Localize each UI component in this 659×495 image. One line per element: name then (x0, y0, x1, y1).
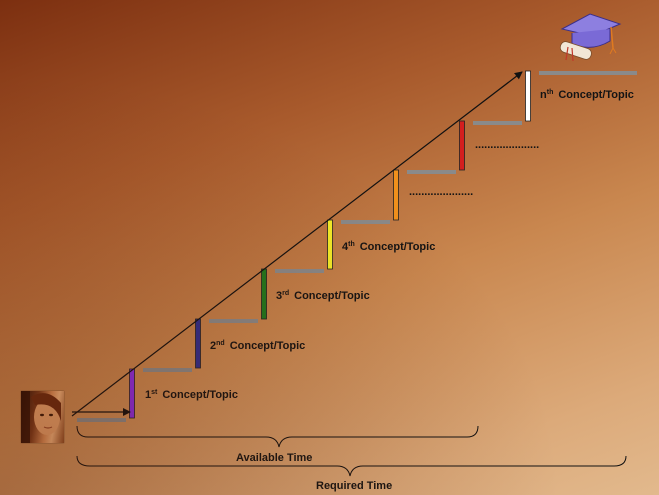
step-riser-1 (129, 368, 135, 419)
step-label-4: 4th Concept/Topic (342, 241, 435, 253)
step-ordinal-suffix: rd (282, 290, 290, 297)
step-topic-text: Concept/Topic (162, 389, 238, 401)
step-tread-8 (539, 71, 637, 75)
step-ordinal: 4 (342, 241, 349, 253)
step-topic-text: Concept/Topic (229, 340, 306, 352)
available-time-label: Available Time (236, 452, 313, 464)
step-ordinal: 1 (145, 389, 152, 401)
step-riser-4 (327, 219, 333, 270)
step-tread-4 (275, 269, 324, 273)
step-riser-5 (393, 169, 399, 221)
available-time-brace (76, 425, 479, 448)
step-riser-2 (195, 318, 201, 369)
graduation-cap-diploma-icon (559, 13, 622, 62)
step-ordinal: n (540, 89, 547, 101)
step-label-2: 2nd Concept/Topic (210, 340, 305, 352)
step-ordinal: 3 (276, 290, 283, 302)
ellipsis-step-6: ..................... (475, 139, 540, 151)
step-ordinal: 2 (210, 340, 217, 352)
learner-photo (21, 391, 64, 443)
step-label-3: 3rd Concept/Topic (276, 290, 370, 302)
step-tread-6 (407, 170, 456, 174)
step-topic-text: Concept/Topic (558, 89, 634, 101)
step-ordinal-suffix: st (151, 389, 158, 396)
step-topic-text: Concept/Topic (294, 290, 370, 302)
step-ordinal-suffix: th (348, 241, 355, 248)
progress-arrow (71, 71, 523, 417)
step-tread-1 (77, 418, 126, 422)
step-topic-text: Concept/Topic (359, 241, 436, 253)
step-riser-3 (261, 268, 267, 320)
step-ordinal-suffix: th (546, 89, 554, 96)
step-tread-5 (341, 220, 390, 224)
step-tread-2 (143, 368, 192, 372)
step-tread-3 (209, 319, 258, 323)
step-label-7: nth Concept/Topic (540, 89, 634, 101)
step-ordinal-suffix: nd (216, 340, 225, 347)
step-riser-6 (459, 120, 465, 171)
step-riser-7 (525, 70, 531, 122)
required-time-brace (76, 455, 627, 477)
ellipsis-step-5: ..................... (409, 186, 474, 198)
step-label-1: 1st Concept/Topic (145, 389, 238, 401)
required-time-label: Required Time (316, 480, 393, 492)
step-tread-7 (473, 121, 522, 125)
